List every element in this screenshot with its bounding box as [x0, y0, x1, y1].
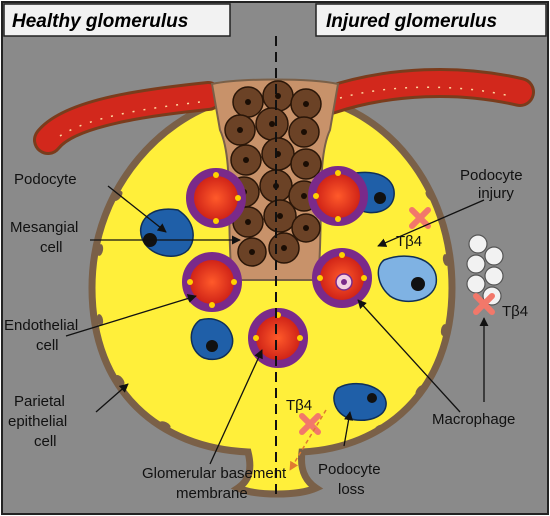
label-gbm-1: Glomerular basement [142, 465, 287, 482]
label-tb4-a: Tβ4 [396, 233, 422, 250]
label-parietal-1: Parietal [14, 393, 65, 410]
label-tb4-b: Tβ4 [502, 303, 528, 320]
label-podocyte: Podocyte [14, 171, 77, 188]
label-gbm-2: membrane [176, 485, 248, 502]
macrophage-cell-icon [335, 273, 353, 291]
inhibition-x-icon [299, 413, 321, 435]
label-parietal-2: epithelial [8, 413, 67, 430]
podocyte-injured-swollen [377, 255, 437, 303]
label-endothelial-2: cell [36, 337, 59, 354]
macrophage-cluster [466, 234, 504, 306]
label-podocyte-injury-1: Podocyte [460, 167, 523, 184]
header-injured: Injured glomerulus [326, 11, 497, 32]
label-mesangial-1: Mesangial [10, 219, 78, 236]
header-healthy: Healthy glomerulus [12, 11, 188, 32]
label-endothelial-1: Endothelial [4, 317, 78, 334]
label-tb4-c: Tβ4 [286, 397, 312, 414]
label-podocyte-loss-1: Podocyte [318, 461, 381, 478]
label-parietal-3: cell [34, 433, 57, 450]
arteriole-left [33, 81, 223, 155]
detachment-arrow [289, 409, 327, 471]
label-mesangial-2: cell [40, 239, 63, 256]
mesangial-cells [224, 80, 322, 267]
header-right-box [315, 3, 547, 37]
header-left-box [3, 3, 231, 37]
leader-lines [65, 185, 489, 465]
label-podocyte-injury-2: injury [478, 185, 514, 202]
inhibition-x-icon [409, 207, 431, 229]
label-macrophage: Macrophage [432, 411, 515, 428]
parietal-cells [96, 191, 450, 432]
inhibition-x-icon [473, 293, 495, 315]
label-podocyte-loss-2: loss [338, 481, 365, 498]
podocyte-healthy-lower [190, 318, 234, 361]
capillary-loops [182, 166, 372, 368]
arteriole-right [315, 67, 535, 115]
